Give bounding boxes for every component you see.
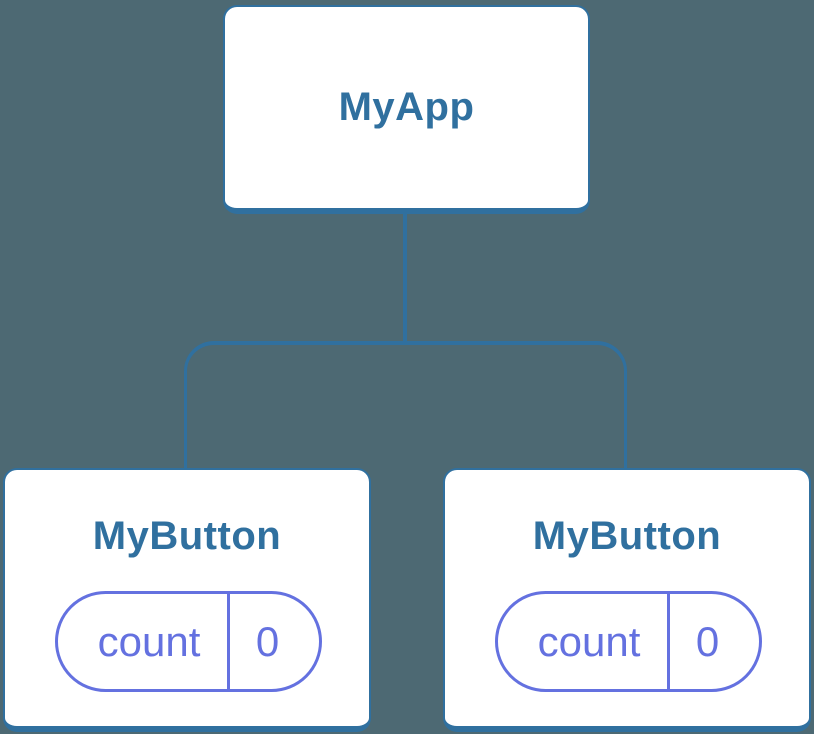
state-key-2: count xyxy=(498,594,670,689)
component-node-mybutton-2: MyButton count 0 xyxy=(443,468,811,732)
connector-branch xyxy=(184,341,627,470)
connector-stem xyxy=(403,214,407,345)
component-node-myapp: MyApp xyxy=(223,5,590,214)
component-node-mybutton-1: MyButton count 0 xyxy=(3,468,371,732)
state-pill-2: count 0 xyxy=(495,591,762,692)
state-value-2: 0 xyxy=(695,617,720,665)
component-label-mybutton-2: MyButton xyxy=(532,514,722,558)
component-label-myapp: MyApp xyxy=(338,85,475,129)
component-label-mybutton-1: MyButton xyxy=(92,514,282,558)
state-value-1: 0 xyxy=(255,617,280,665)
state-pill-1: count 0 xyxy=(55,591,322,692)
state-key-1: count xyxy=(58,594,230,689)
